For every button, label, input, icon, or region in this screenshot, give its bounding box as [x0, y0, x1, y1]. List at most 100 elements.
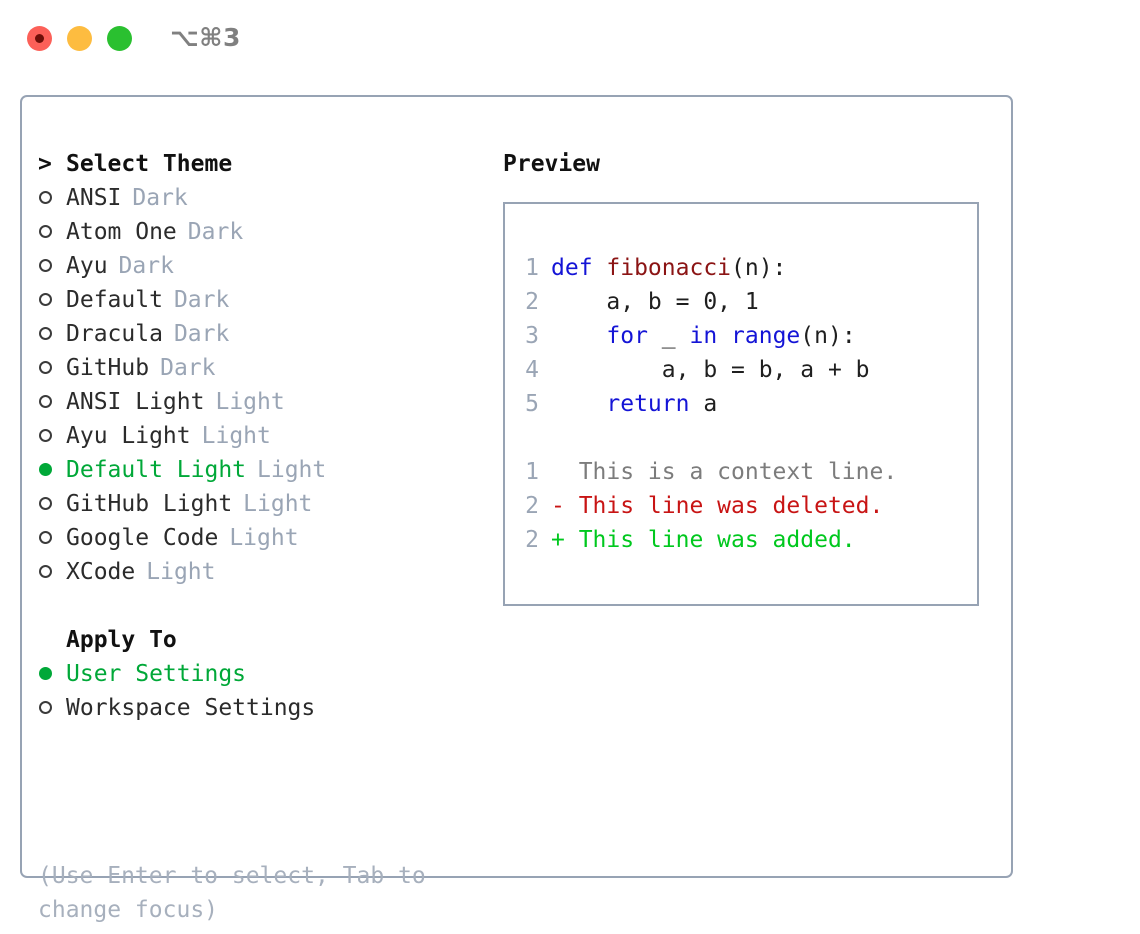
diff-line: 2- This line was deleted. [505, 489, 977, 523]
theme-name: Google Code [66, 525, 219, 551]
maximize-button[interactable] [107, 26, 132, 51]
theme-list-item[interactable]: Ayu Dark [38, 249, 478, 283]
radio-dot [39, 259, 52, 272]
theme-name: Atom One [66, 219, 177, 245]
select-theme-header: > Select Theme [38, 147, 478, 181]
apply-to-title: Apply To [66, 627, 177, 653]
code-line: 1 def fibonacci(n): [505, 251, 977, 285]
code-token: a, b = 0, 1 [551, 289, 759, 315]
theme-mode-badge: Light [146, 559, 216, 585]
radio-dot [39, 701, 52, 714]
radio-dot [39, 565, 52, 578]
code-token: a, b = b, a + b [551, 357, 870, 383]
line-number: 1 [525, 255, 539, 281]
line-number: 1 [525, 459, 539, 485]
code-token: range [731, 323, 801, 349]
code-content: a, b = b, a + b [551, 353, 870, 387]
code-content: a, b = 0, 1 [551, 285, 759, 319]
theme-name: GitHub [66, 355, 150, 381]
caret-icon: > [38, 151, 52, 177]
minimize-button[interactable] [67, 26, 92, 51]
preview-title: Preview [503, 151, 600, 177]
theme-list-item[interactable]: GitHub Dark [38, 351, 478, 385]
theme-list-item[interactable]: ANSI Light Light [38, 385, 478, 419]
code-token: (n): [800, 323, 856, 349]
theme-mode-badge: Light [229, 525, 299, 551]
diff-content: This is a context line. [551, 459, 898, 485]
line-number: 2 [525, 527, 539, 553]
code-line: 5 return a [505, 387, 977, 421]
code-content: return a [551, 387, 717, 421]
radio-dot [39, 667, 52, 680]
theme-name: Default [66, 287, 163, 313]
code-token: fibonacci [606, 255, 732, 281]
code-token: (n): [731, 255, 787, 281]
code-token [551, 391, 606, 417]
apply-to-option[interactable]: User Settings [38, 657, 478, 691]
theme-list-item[interactable]: ANSI Dark [38, 181, 478, 215]
theme-name: XCode [66, 559, 136, 585]
code-token: a [689, 391, 718, 417]
code-content: def fibonacci(n): [551, 251, 786, 285]
diff-sample: 1 This is a context line.2- This line wa… [505, 455, 977, 557]
window-titlebar: ⌥⌘3 [0, 0, 1140, 78]
theme-mode-badge: Dark [173, 321, 230, 347]
apply-to-label: User Settings [66, 661, 247, 687]
theme-name: ANSI Light [66, 389, 205, 415]
radio-dot [39, 497, 52, 510]
window-controls [27, 26, 132, 51]
code-token [551, 323, 606, 349]
diff-line: 2 + This line was added. [505, 523, 977, 557]
code-content: for _ in range(n): [551, 319, 856, 353]
theme-list-item[interactable]: Google Code Light [38, 521, 478, 555]
theme-mode-badge: Light [215, 389, 285, 415]
select-theme-title: Select Theme [66, 151, 233, 177]
code-token: return [606, 391, 690, 417]
code-token: def [551, 255, 607, 281]
theme-mode-badge: Dark [132, 185, 188, 211]
code-token: _ [647, 323, 690, 349]
line-number: 5 [525, 391, 539, 417]
code-line: 2 a, b = 0, 1 [505, 285, 977, 319]
diff-content: - This line was deleted. [551, 493, 884, 519]
radio-dot [39, 531, 52, 544]
code-token [717, 323, 731, 349]
window-title: ⌥⌘3 [170, 23, 241, 52]
apply-to-header: Apply To [38, 623, 478, 657]
diff-content: + This line was added. [551, 527, 856, 553]
theme-mode-badge: Dark [187, 219, 244, 245]
theme-name: ANSI [66, 185, 122, 211]
close-button[interactable] [27, 26, 52, 51]
theme-mode-badge: Light [257, 457, 327, 483]
radio-dot [39, 293, 52, 306]
line-number: 4 [525, 357, 539, 383]
theme-list-item[interactable]: Dracula Dark [38, 317, 478, 351]
radio-dot [39, 191, 52, 204]
code-diff-spacer [505, 421, 977, 455]
theme-mode-badge: Dark [160, 355, 216, 381]
apply-to-option[interactable]: Workspace Settings [38, 691, 478, 725]
theme-mode-badge: Dark [118, 253, 174, 279]
code-token: in [689, 323, 718, 349]
list-spacer [38, 589, 478, 623]
radio-dot [39, 327, 52, 340]
theme-list-item[interactable]: Atom One Dark [38, 215, 478, 249]
theme-name: Dracula [66, 321, 163, 347]
line-number: 3 [525, 323, 539, 349]
theme-name: Ayu [66, 253, 108, 279]
theme-list-item[interactable]: XCode Light [38, 555, 478, 589]
code-line: 4 a, b = b, a + b [505, 353, 977, 387]
code-token: for [606, 323, 648, 349]
keyboard-hint: (Use Enter to select, Tab to change focu… [38, 863, 426, 923]
diff-line: 1 This is a context line. [505, 455, 977, 489]
theme-name: Ayu Light [66, 423, 191, 449]
